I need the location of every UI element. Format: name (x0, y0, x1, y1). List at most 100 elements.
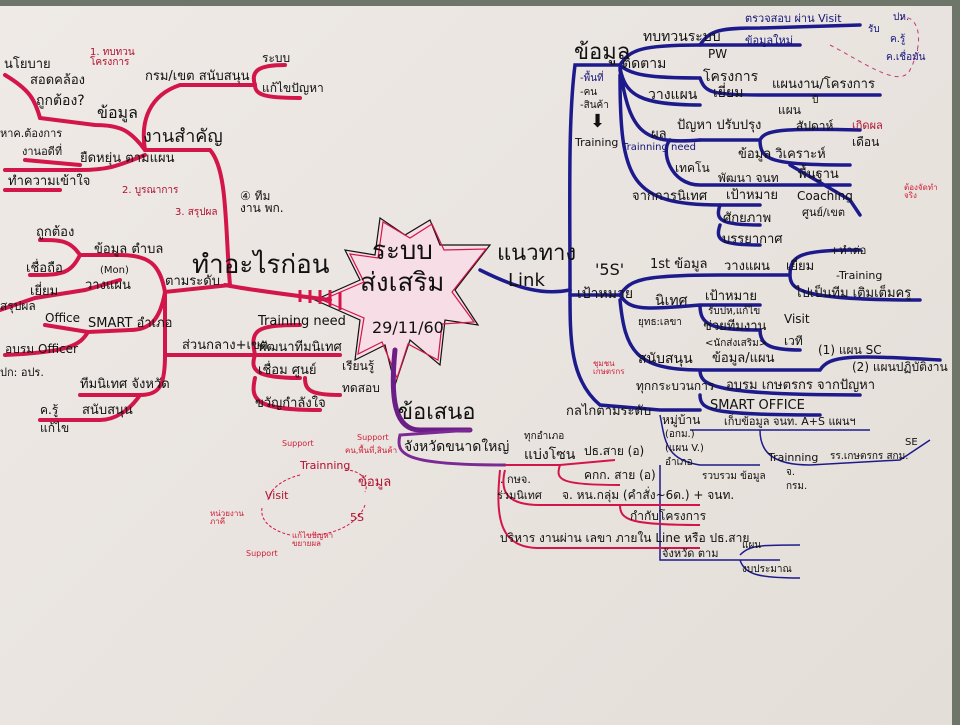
node-first-info: 1st ข้อมูล (650, 257, 708, 272)
node-dept-support: กรม/เขต สนับสนุน (145, 69, 250, 84)
node-budget: งบประมาณ (742, 564, 792, 575)
node-big-province: จังหวัดขนาดใหญ่ (404, 439, 510, 455)
node-needs: หาค.ต้องการ (0, 127, 63, 140)
node-review-system: ทบทวนระบบ (643, 29, 721, 45)
node-farmer-school: รร.เกษตรกร สกม. (830, 451, 909, 462)
node-training-need-right: Trainning need (622, 142, 696, 153)
cycle-visit: Visit (265, 489, 289, 502)
node-plan: วางแผน (85, 278, 131, 293)
center-date: 29/11/60 (372, 318, 444, 337)
node-must-do: ต้องจัดทำจริง (904, 183, 938, 200)
node-gather: รวบรวม ข้อมูล (702, 471, 766, 482)
cycle-5s: 5S (350, 511, 364, 524)
node-akm: (อกม.) (665, 429, 695, 440)
branch-main-left (223, 283, 332, 302)
node-as-team: ไปเป็นทีม เติมเต็มครู (795, 286, 912, 301)
node-visit3: Visit (784, 312, 810, 326)
node-chair: ปธ.สาย (อ) (584, 444, 645, 458)
node-coaching: Coaching (797, 189, 853, 203)
node-other-work: งานอดีที่ (22, 145, 63, 158)
cycle-support-3: Support (246, 549, 278, 558)
node-plan-v: (แผน V.) (665, 443, 704, 454)
node-training-need: Training need (258, 314, 346, 329)
node-oversee: กำกับโครงการ (630, 509, 707, 523)
node-visit: เยี่ยม (30, 284, 59, 299)
node-village: หมู่บ้าน (662, 413, 701, 427)
node-reliable: เชื่อถือ (26, 261, 63, 276)
node-year: ปี (812, 95, 819, 106)
cycle-support-1: Support (282, 439, 314, 448)
node-promoter: <นักส่งเสริม> (705, 338, 768, 349)
node-visit2: เยี่ยม (786, 259, 815, 274)
burst-summarize: 3. สรุปผล (175, 207, 218, 218)
node-ksj: . กษจ. (500, 473, 531, 486)
node-info: ข้อมูล (97, 103, 138, 122)
node-collect: เก็บข้อมูล จนท. A+S แผนฯ (724, 415, 856, 428)
node-confidence: ค.เชื่อมั่น (886, 52, 926, 63)
center-title-line2: ส่งเสริม (360, 268, 445, 298)
node-train-officer: อบรม Officer (5, 342, 78, 356)
node-info-right: ข้อมูล (574, 40, 631, 65)
node-district: อำเภอ (665, 457, 693, 468)
cycle-info: ข้อมูล (358, 475, 392, 490)
left-title: ทำอะไรก่อน (192, 250, 330, 280)
node-target: เป้าหมาย (726, 188, 779, 203)
node-province-team: ทีมนิเทศ จังหวัด (80, 377, 170, 392)
node-know: ค.รู้ (890, 34, 906, 45)
arrow-down-icon: ⬇ (590, 111, 606, 132)
cycle-support-detail: คน,พื้นที่,สินค้า (345, 446, 398, 455)
node-target2: เป้าหมาย (705, 289, 758, 304)
burst-review-project: 1. ทบทวนโครงการ (90, 47, 135, 68)
node-province-abbr: จ. (786, 467, 796, 478)
node-all-process: ทุกกระบวนการ (636, 379, 715, 393)
node-important-work: งานสำคัญ (143, 126, 223, 147)
node-plan-project: แผนงาน/โครงการ (772, 77, 875, 92)
node-test: ทดสอบ (342, 381, 380, 395)
mind-map-paper (0, 6, 952, 725)
node-project: โครงการ (703, 69, 759, 85)
node-train-farmer: อบรม เกษตรกร จากปัญหา (726, 378, 876, 393)
node-co-supervise: ร่วมนิเทศ (497, 489, 542, 502)
cycle-support-2: Support (357, 433, 389, 442)
center-starburst (313, 216, 492, 388)
node-forum: เวที (784, 334, 803, 348)
node-develop-staff: พัฒนา จนท (718, 171, 779, 185)
node-check-visit: ตรวจสอบ ผ่าน Visit (745, 12, 842, 25)
node-policy: นโยบาย (4, 57, 51, 72)
node-issue-improve: ปัญหา ปรับปรุง (677, 118, 762, 133)
node-manage: บริหาร งานผ่าน เลขา ภายใน Line หรือ ปธ.ส… (500, 531, 750, 545)
node-info-analyze: ข้อมูล วิเคราะห์ (738, 147, 826, 162)
node-plan3: แผน (742, 540, 762, 551)
node-committee: คกก. สาย (อ) (584, 468, 656, 482)
node-group-head: จ. หน.กลุ่ม (คำสั่ง~6ด.) + จนท. (562, 488, 735, 502)
node-from-supervision: จากการนิเทศ (632, 189, 708, 204)
node-subdistrict-info: ข้อมูล ตำบล (94, 242, 164, 257)
node-correct-q: ถูกต้อง? (36, 93, 85, 109)
burst-integrate: 2. บูรณาการ (122, 185, 179, 196)
node-center-region: ศูนย์/เขต (802, 206, 846, 219)
node-dept: กรม. (786, 481, 808, 492)
node-receive-fix: รับปห,แก้ไข (708, 306, 761, 317)
node-supervise: นิเทศ (655, 293, 688, 309)
node-info-plan: ข้อมูล/แผน (712, 351, 775, 366)
node-help-team: ช่วยทีมงาน (703, 319, 767, 334)
node-understand: ทำความเข้าใจ (8, 174, 91, 189)
node-flexible: ยืดหยุ่น ตามแผน (80, 151, 175, 166)
node-mon: (Mon) (100, 265, 129, 276)
node-visit-right: เยี่ยม (713, 85, 744, 101)
node-system: ระบบ (262, 51, 291, 65)
bottom-title: ข้อเสนอ (398, 400, 476, 425)
node-smart-office: SMART OFFICE (710, 398, 805, 413)
node-training2: -Training (836, 269, 883, 282)
cycle-training: Trainning (300, 459, 351, 472)
burst-team: ④ ทีมงาน พก. (240, 189, 284, 215)
node-fix-problem: แก้ไขปัญหา (262, 81, 324, 95)
node-support-right: สนับสนุน (638, 351, 693, 367)
node-central-region: ส่วนกลาง+เขต (182, 338, 269, 353)
node-mechanism: กลไกตามระดับ (566, 404, 652, 419)
node-sc-plan: (1) แผน SC (818, 343, 882, 357)
node-plan-right: แผน (778, 103, 801, 117)
node-goal: เป้าหมาย (577, 286, 634, 302)
node-pw: PW (708, 47, 728, 61)
node-training: Training (575, 136, 619, 149)
